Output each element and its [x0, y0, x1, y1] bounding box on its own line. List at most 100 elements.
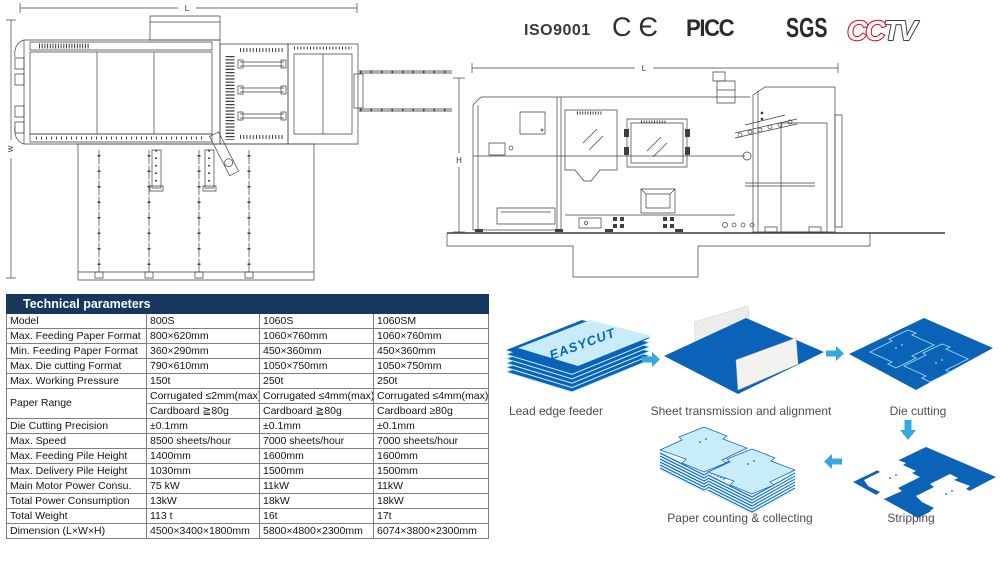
step-label-paper-counting: Paper counting & collecting: [667, 511, 813, 525]
table-title: Technical parameters: [5, 294, 490, 314]
table-cell: 1060S: [259, 313, 374, 329]
process-flow: EASYCUT: [490, 292, 1000, 562]
picc-logo: PICC: [686, 15, 735, 42]
certifications-bar: ISO9001 CЄ PICC SGS CCTV: [0, 0, 1000, 55]
table-cell: 17t: [372, 508, 490, 524]
cctv-logo-icon: CCTV: [846, 14, 923, 47]
table-cell: 6074×3800×2300mm: [372, 523, 490, 539]
svg-text:CCTV: CCTV: [847, 15, 920, 46]
row-label: Die Cutting Precision: [6, 418, 147, 434]
row-label: Max. Working Pressure: [6, 373, 147, 389]
table-cell: 11kW: [372, 478, 490, 494]
table-cell: 250t: [372, 373, 490, 389]
table-header-row: Technical parameters: [5, 294, 490, 314]
table-cell: 7000 sheets/hour: [372, 433, 490, 449]
stripping-icon: [853, 447, 996, 518]
table-cell: 1600mm: [372, 448, 490, 464]
top-view-length-label: L: [185, 4, 190, 13]
table-cell: 11kW: [259, 478, 374, 494]
table-cell: 1060SM: [372, 313, 490, 329]
sgs-logo: SGS: [786, 12, 828, 43]
table-cell: 800×620mm: [146, 328, 260, 344]
row-label: Min. Feeding Paper Format: [6, 343, 147, 359]
row-label: Total Weight: [6, 508, 147, 524]
step-label-die-cutting: Die cutting: [889, 404, 947, 418]
step-label-stripping: Stripping: [887, 511, 935, 525]
table-cell: Cardboard ≧80g: [146, 403, 260, 419]
table-cell: 790×610mm: [146, 358, 260, 374]
table-cell: 75 kW: [146, 478, 260, 494]
machine-top-view-drawing: L W: [2, 0, 452, 290]
table-cell: 1500mm: [259, 463, 374, 479]
side-view-length-label: L: [642, 64, 647, 73]
lead-edge-feeder-icon: EASYCUT: [504, 320, 652, 393]
table-cell: 18kW: [372, 493, 490, 509]
paper-counting-icon: [659, 426, 796, 515]
row-label: Max. Speed: [6, 433, 147, 449]
top-view-width-label: W: [8, 145, 15, 152]
table-cell: Corrugated ≤2mm(max): [146, 388, 260, 404]
arrow-down-icon: [900, 420, 916, 440]
die-cutting-icon: [849, 318, 993, 390]
arrow-right-icon: [826, 346, 844, 361]
table-cell: 113 t: [146, 508, 260, 524]
stack-front: [707, 448, 796, 515]
table-cell: 16t: [259, 508, 374, 524]
table-cell: ±0.1mm: [146, 418, 260, 434]
machine-side-view-drawing: L H: [445, 55, 1000, 290]
row-label: Max. Feeding Pile Height: [6, 448, 147, 464]
table-cell: 1050×750mm: [372, 358, 490, 374]
row-label: Paper Range: [6, 388, 147, 419]
table-cell: 450×360mm: [372, 343, 490, 359]
arrow-right-icon: [642, 352, 660, 367]
table-cell: 18kW: [259, 493, 374, 509]
arrow-left-icon: [824, 454, 842, 469]
table-cell: 7000 sheets/hour: [259, 433, 374, 449]
table-cell: 1050×750mm: [259, 358, 374, 374]
table-cell: 1500mm: [372, 463, 490, 479]
table-cell: Corrugated ≤4mm(max): [372, 388, 490, 404]
table-cell: 360×290mm: [146, 343, 260, 359]
ce-mark-icon: CЄ: [612, 12, 665, 42]
table-cell: ±0.1mm: [259, 418, 374, 434]
row-label: Dimension (L×W×H): [6, 523, 147, 539]
table-cell: 5800×4800×2300mm: [259, 523, 374, 539]
table-cell: 13kW: [146, 493, 260, 509]
table-cell: 1060×760mm: [259, 328, 374, 344]
table-cell: 150t: [146, 373, 260, 389]
sheet-transmission-icon: [664, 305, 824, 394]
table-cell: Corrugated ≤4mm(max): [259, 388, 374, 404]
table-cell: ±0.1mm: [372, 418, 490, 434]
row-label: Max. Die cutting Format: [6, 358, 147, 374]
table-cell: 1600mm: [259, 448, 374, 464]
row-label: Model: [6, 313, 147, 329]
step-label-sheet-transmission: Sheet transmission and alignment: [650, 404, 832, 418]
table-cell: 450×360mm: [259, 343, 374, 359]
table-cell: 8500 sheets/hour: [146, 433, 260, 449]
step-label-lead-edge-feeder: Lead edge feeder: [508, 404, 604, 418]
table-row: Die Cutting Precision±0.1mm±0.1mm±0.1mm: [6, 418, 490, 434]
table-cell: 1060×760mm: [372, 328, 490, 344]
side-view-height-label: H: [456, 156, 462, 165]
table-cell: Cardboard ≧80g: [259, 403, 374, 419]
table-cell: 250t: [259, 373, 374, 389]
table-cell: Cardboard ≥80g: [372, 403, 490, 419]
table-cell: 1030mm: [146, 463, 260, 479]
